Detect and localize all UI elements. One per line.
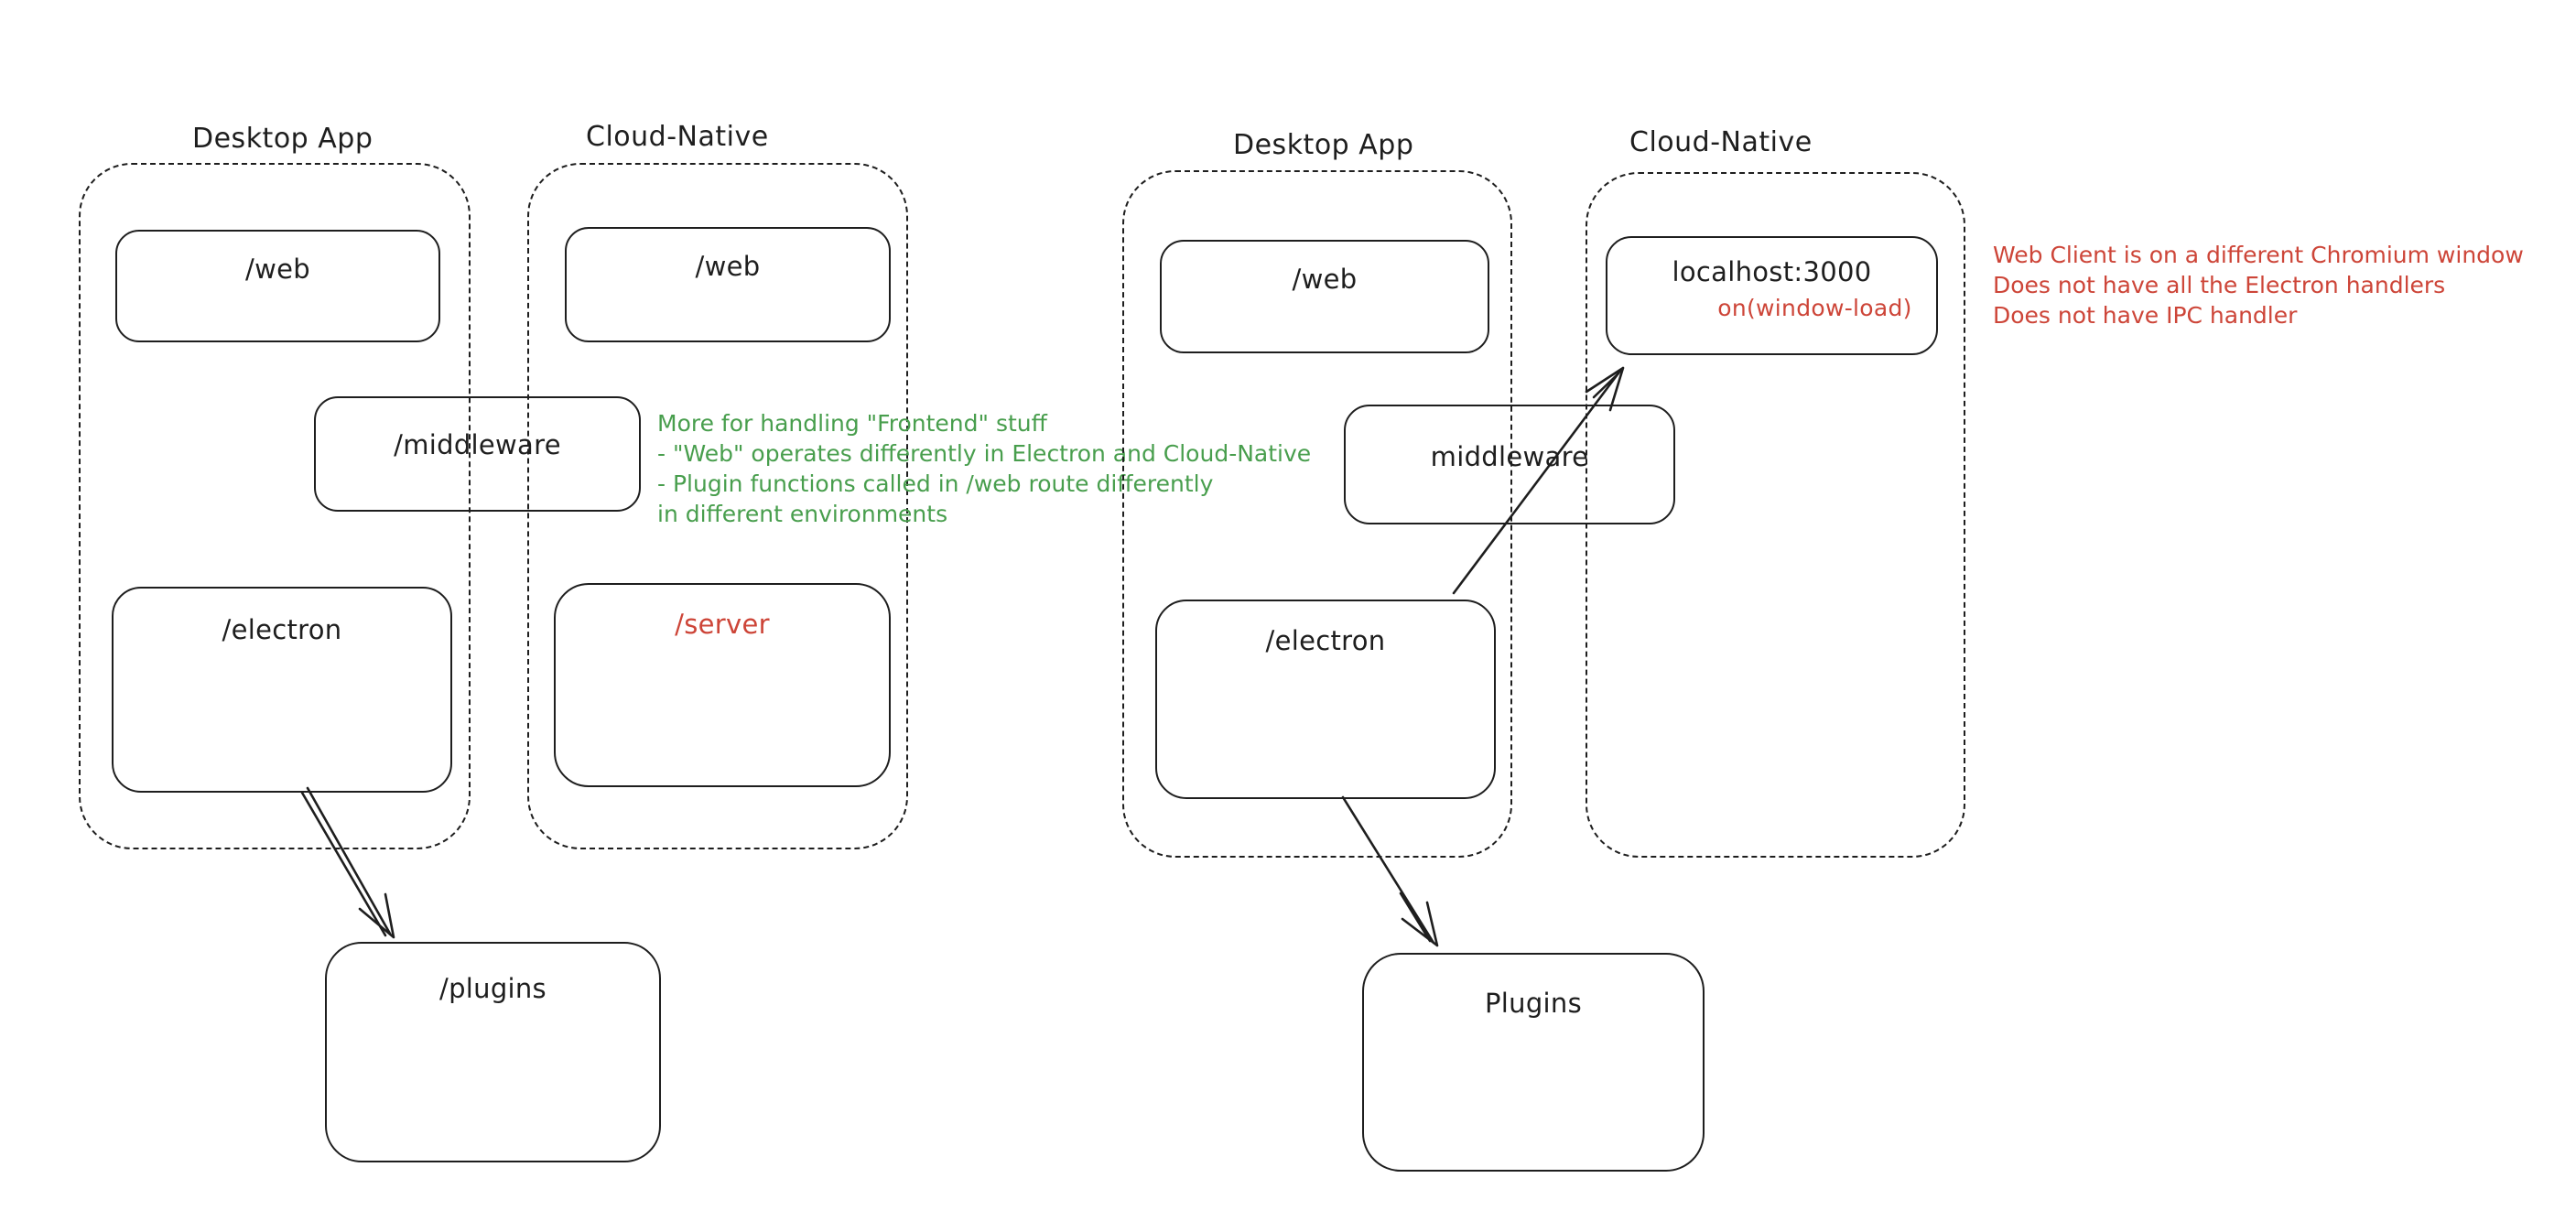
- red-annotation-line: Does not have IPC handler: [1993, 302, 2298, 329]
- right-desktop-web-box: /web: [1160, 240, 1489, 353]
- green-annotation-line: - "Web" operates differently in Electron…: [657, 440, 1312, 467]
- right-cloud-native-title: Cloud-Native: [1629, 126, 1813, 158]
- left-plugins-box: /plugins: [325, 942, 661, 1162]
- left-cloud-web-label: /web: [695, 251, 761, 282]
- arrow-head: [1401, 901, 1439, 947]
- red-annotation: Web Client is on a different Chromium wi…: [1993, 240, 2524, 330]
- right-middleware-box: middleware: [1344, 405, 1675, 524]
- right-electron-box: /electron: [1155, 600, 1496, 799]
- arrow-line-sketch: [1399, 892, 1432, 943]
- left-desktop-app-container: [79, 163, 471, 849]
- left-cloud-native-title: Cloud-Native: [586, 121, 769, 153]
- left-server-box: /server: [554, 583, 891, 787]
- left-middleware-label: /middleware: [394, 429, 561, 460]
- right-electron-label: /electron: [1265, 625, 1386, 656]
- left-cloud-native-container: [527, 163, 908, 849]
- right-middleware-label: middleware: [1430, 441, 1589, 472]
- left-desktop-web-box: /web: [115, 230, 440, 342]
- left-server-label: /server: [675, 609, 770, 640]
- right-plugins-label: Plugins: [1485, 988, 1582, 1019]
- green-annotation-line: in different environments: [657, 501, 948, 527]
- green-annotation-line: More for handling "Frontend" stuff: [657, 410, 1047, 437]
- arrow-head: [358, 892, 395, 939]
- right-window-load-label: on(window-load): [1717, 295, 1912, 321]
- green-annotation: More for handling "Frontend" stuff - "We…: [657, 408, 1311, 529]
- left-middleware-box: /middleware: [314, 396, 641, 512]
- right-desktop-app-title: Desktop App: [1233, 129, 1414, 161]
- right-desktop-web-label: /web: [1292, 264, 1358, 295]
- left-electron-box: /electron: [112, 587, 452, 793]
- red-annotation-line: Does not have all the Electron handlers: [1993, 272, 2446, 298]
- green-annotation-line: - Plugin functions called in /web route …: [657, 470, 1214, 497]
- left-cloud-web-box: /web: [565, 227, 891, 342]
- red-annotation-line: Web Client is on a different Chromium wi…: [1993, 242, 2524, 268]
- left-electron-label: /electron: [222, 614, 342, 645]
- left-desktop-web-label: /web: [245, 254, 310, 285]
- left-desktop-app-title: Desktop App: [192, 123, 373, 155]
- right-plugins-box: Plugins: [1362, 953, 1705, 1172]
- right-localhost-box: localhost:3000 on(window-load): [1606, 236, 1938, 355]
- right-localhost-label: localhost:3000: [1672, 256, 1872, 287]
- left-plugins-label: /plugins: [439, 973, 547, 1004]
